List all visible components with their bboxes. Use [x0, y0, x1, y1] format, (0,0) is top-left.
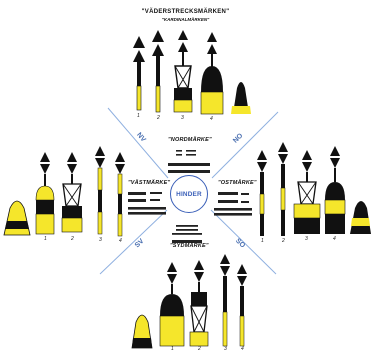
west-lattice-2 — [61, 152, 83, 233]
west-number-2: 2 — [71, 236, 74, 242]
south-spar-3 — [220, 254, 230, 347]
west-pillar-1 — [35, 152, 55, 235]
south-marks — [131, 254, 247, 349]
diagram-title: "VÄDERSTRECKSMÄRKEN" — [141, 9, 230, 15]
west-mark-label: "VÄSTMÄRKE" — [128, 180, 171, 186]
west-spar-4 — [115, 152, 125, 237]
east-number-3: 3 — [305, 236, 308, 242]
hazard-circle: HINDER — [170, 175, 208, 213]
north-number-4: 4 — [210, 116, 213, 122]
south-number-3: 3 — [224, 346, 227, 352]
west-marks — [3, 146, 125, 237]
south-number-1: 1 — [171, 346, 174, 352]
north-number-3: 3 — [181, 115, 184, 121]
east-pillar-4 — [324, 146, 346, 234]
light-characteristic-blocks — [128, 150, 252, 243]
north-number-1: 1 — [137, 113, 140, 119]
west-number-4: 4 — [119, 238, 122, 244]
north-spar-2 — [152, 30, 164, 113]
east-lattice-3 — [293, 150, 321, 234]
east-mark-label: "OSTMÄRKE" — [218, 180, 257, 186]
south-lattice-2 — [189, 260, 209, 347]
north-cone-5 — [231, 82, 251, 114]
north-marks — [133, 30, 251, 115]
east-marks — [257, 142, 371, 236]
west-number-1: 1 — [44, 236, 47, 242]
diagram-subtitle: "KARDINALMÄRKEN" — [161, 17, 210, 22]
south-number-2: 2 — [198, 346, 201, 352]
east-number-1: 1 — [261, 238, 264, 244]
south-number-4: 4 — [241, 346, 244, 352]
west-cone — [3, 200, 31, 236]
north-number-2: 2 — [157, 115, 160, 121]
south-spar-4 — [237, 264, 247, 347]
north-mark-label: "NORDMÄRKE" — [168, 137, 212, 143]
east-number-4: 4 — [333, 236, 336, 242]
north-spar-1 — [133, 36, 145, 111]
hazard-label: HINDER — [176, 190, 202, 198]
east-spar-2 — [278, 142, 288, 236]
south-mark-label: "SYDMÄRKE" — [170, 243, 209, 249]
west-spar-3 — [95, 146, 105, 235]
north-pillar-4 — [200, 32, 224, 115]
east-spar-1 — [257, 150, 267, 236]
north-pillar-3 — [173, 30, 193, 113]
south-cone — [131, 314, 153, 349]
west-number-3: 3 — [99, 237, 102, 243]
east-number-2: 2 — [282, 238, 285, 244]
south-pillar-1 — [159, 262, 185, 347]
east-cone — [350, 201, 371, 234]
diagonal-axes — [99, 107, 279, 275]
